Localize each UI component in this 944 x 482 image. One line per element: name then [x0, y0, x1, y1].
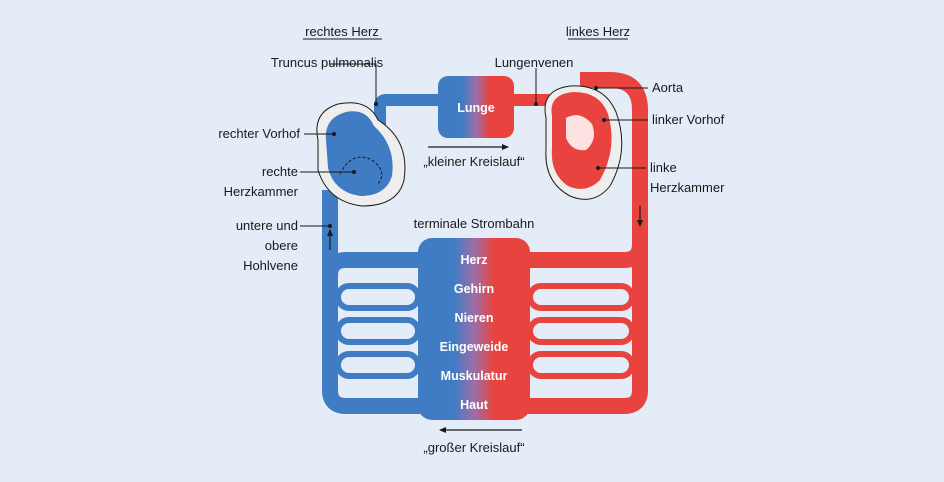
aorta-lower-vessel [527, 244, 648, 414]
label-linker-vorhof: linker Vorhof [652, 112, 725, 127]
label-linke-kammer-2: Herzkammer [650, 180, 725, 195]
label-lungenvenen: Lungenvenen [495, 55, 574, 70]
aorta-vessel [527, 72, 648, 268]
terminal-bed [418, 238, 530, 420]
label-rechte-kammer-1: rechte [262, 164, 298, 179]
organ-label: Gehirn [454, 282, 494, 296]
large-circuit-label: „großer Kreislauf“ [423, 440, 524, 455]
label-aorta: Aorta [652, 80, 684, 95]
label-hohlvene-3: Hohlvene [243, 258, 298, 273]
organ-label: Muskulatur [441, 369, 508, 383]
organ-label: Nieren [455, 311, 494, 325]
terminal-heading: terminale Strombahn [414, 216, 535, 231]
heading-right-heart: rechtes Herz [305, 24, 379, 39]
lung-block [438, 76, 514, 138]
organ-label: Eingeweide [440, 340, 509, 354]
vena-cava-vessel [322, 252, 420, 414]
left-heart [544, 85, 623, 200]
label-hohlvene-2: obere [265, 238, 298, 253]
heading-left-heart: linkes Herz [566, 24, 630, 39]
arterial-branches [527, 283, 635, 379]
label-truncus: Truncus pulmonalis [271, 55, 384, 70]
truncus-vessel [374, 94, 440, 140]
venous-branches [335, 283, 421, 379]
label-rechte-kammer-2: Herzkammer [224, 184, 299, 199]
label-hohlvene-1: untere und [236, 218, 298, 233]
right-heart [316, 102, 406, 207]
organ-label: Herz [460, 253, 487, 267]
label-rechter-vorhof: rechter Vorhof [218, 126, 300, 141]
lung-label: Lunge [457, 101, 495, 115]
label-linke-kammer-1: linke [650, 160, 677, 175]
small-circuit-label: „kleiner Kreislauf“ [423, 154, 524, 169]
organ-label: Haut [460, 398, 489, 412]
